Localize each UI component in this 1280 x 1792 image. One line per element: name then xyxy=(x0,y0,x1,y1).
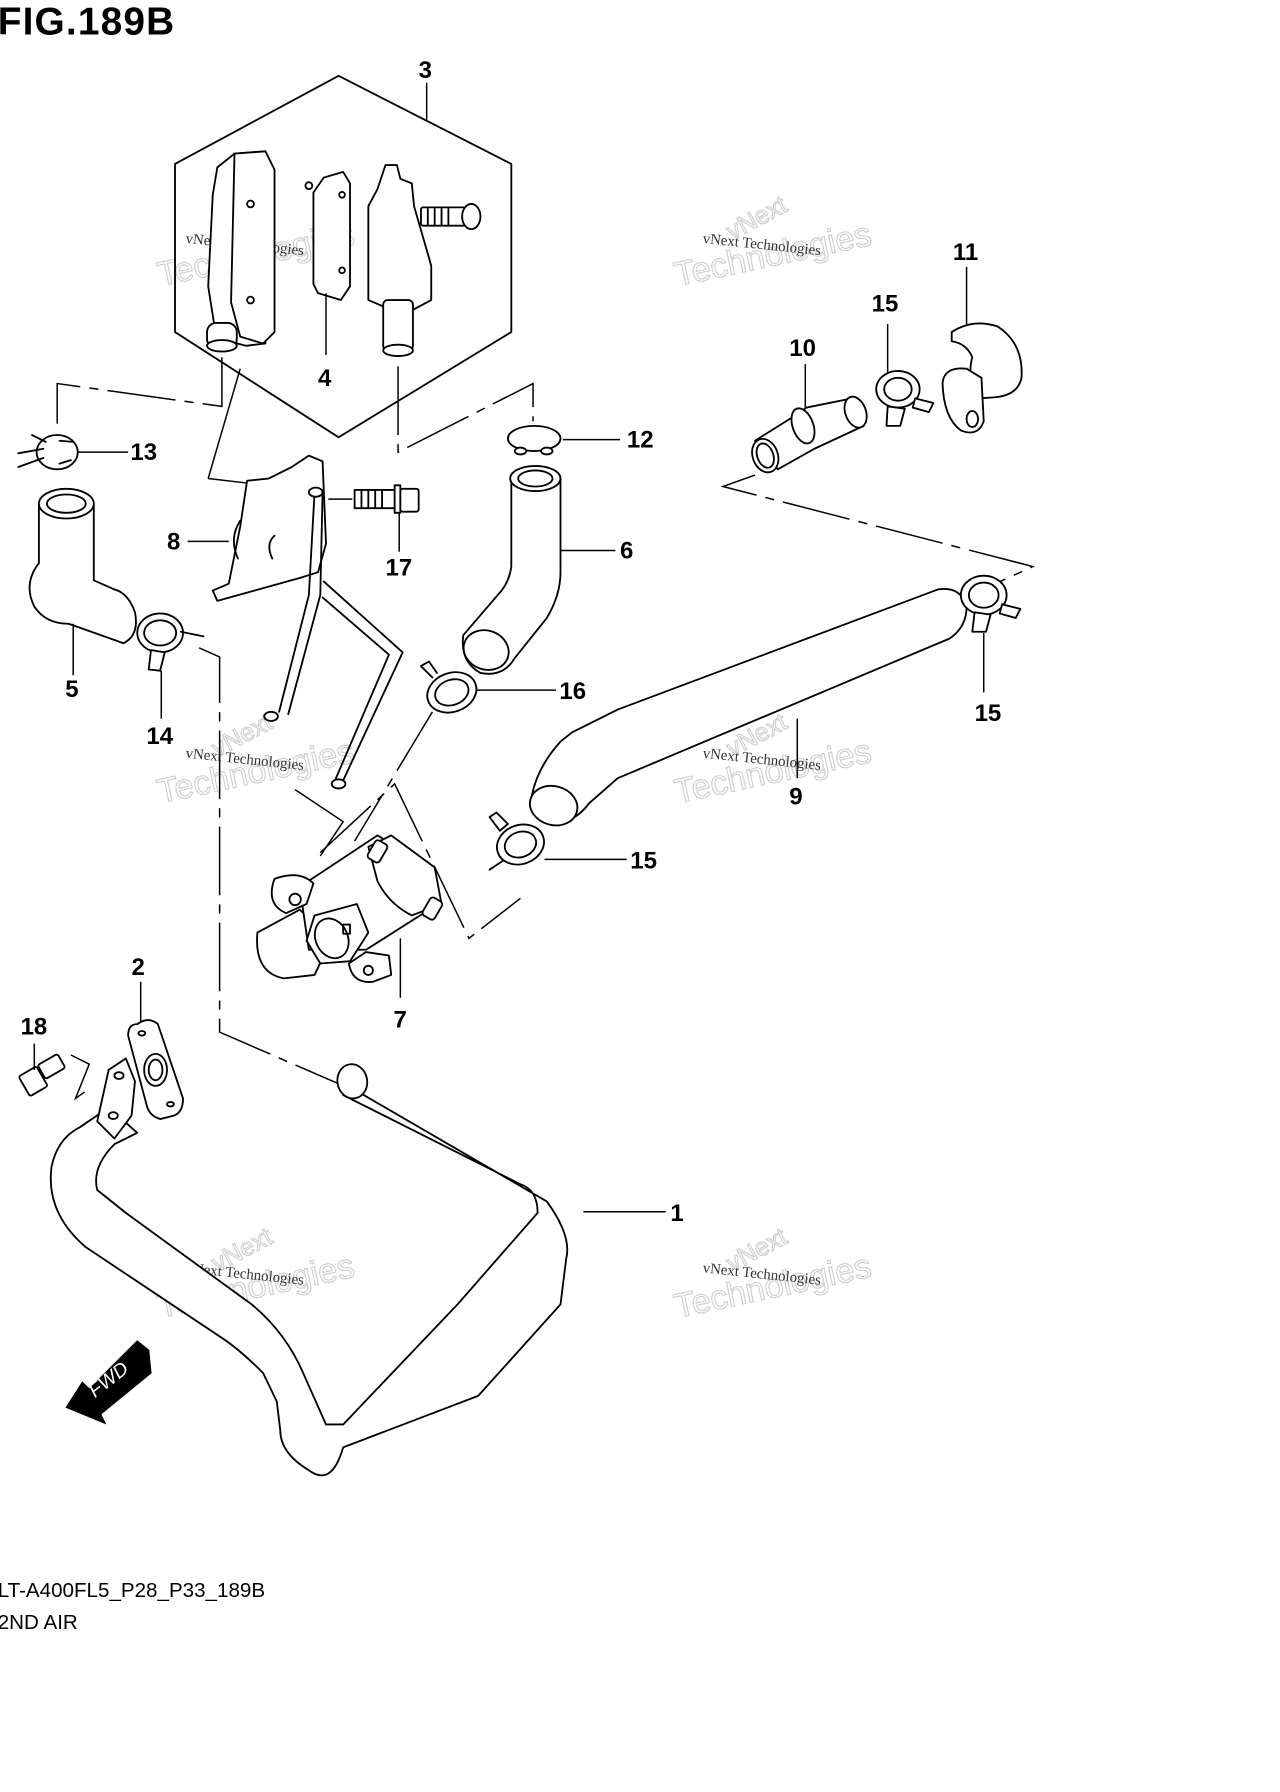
leader-dashed xyxy=(720,474,1036,585)
callout-17[interactable]: 17 xyxy=(385,555,412,582)
callout-11[interactable]: 11 xyxy=(953,239,978,266)
leader-line xyxy=(208,477,248,484)
part-5-elbow-hose[interactable]: 5 xyxy=(28,487,137,703)
watermark-group: Technologies vNext vNext Technologies Te… xyxy=(153,190,875,1326)
leader-dashed xyxy=(319,782,521,940)
callout-15-right[interactable]: 15 xyxy=(975,700,1002,727)
watermark: Technologies xyxy=(671,215,875,294)
part-10-joint[interactable]: 10 xyxy=(748,335,871,476)
part-12-clamp[interactable]: 12 xyxy=(506,424,654,456)
part-15-clamp-right[interactable]: 15 xyxy=(959,574,1022,727)
part-1-hose[interactable]: 1 xyxy=(49,1057,684,1477)
callout-1[interactable]: 1 xyxy=(670,1200,683,1227)
arrow-down-left-icon xyxy=(65,1340,152,1425)
leader-line xyxy=(294,789,345,857)
reed-valve-screw xyxy=(420,203,482,231)
part-17-bolt[interactable]: 17 xyxy=(328,484,420,582)
callout-15-top[interactable]: 15 xyxy=(872,290,899,317)
part-13-clamp[interactable]: 13 xyxy=(17,434,157,471)
part-2-gasket[interactable]: 2 xyxy=(127,954,184,1120)
part-3-reed-valve-assembly[interactable]: 3 4 xyxy=(174,57,513,439)
callout-16[interactable]: 16 xyxy=(559,678,586,705)
callout-3[interactable]: 3 xyxy=(419,57,432,84)
part-16-clamp[interactable]: 16 xyxy=(420,660,586,720)
callout-10[interactable]: 10 xyxy=(789,335,816,362)
reed-valve-housing-left xyxy=(206,150,276,353)
watermark: Technologies xyxy=(671,732,875,811)
figure-title: FIG.189B xyxy=(0,1,175,44)
leader-line xyxy=(207,368,241,479)
callout-8[interactable]: 8 xyxy=(167,528,180,555)
callout-13[interactable]: 13 xyxy=(130,439,157,466)
leader-dashed xyxy=(56,357,223,424)
fwd-direction-marker: FWD xyxy=(65,1340,152,1425)
callout-2[interactable]: 2 xyxy=(132,954,145,981)
part-8-bracket[interactable]: 8 xyxy=(167,454,327,602)
leader-dashed xyxy=(397,366,534,454)
leader-dashed xyxy=(198,647,342,1086)
callout-12[interactable]: 12 xyxy=(627,427,654,454)
callout-9[interactable]: 9 xyxy=(789,783,802,810)
callout-14[interactable]: 14 xyxy=(146,723,173,750)
callout-18[interactable]: 18 xyxy=(21,1013,48,1040)
part-6-hose[interactable]: 6 xyxy=(458,464,633,676)
part-15-clamp-middle[interactable]: 15 xyxy=(488,811,657,875)
callout-6[interactable]: 6 xyxy=(620,538,633,565)
part-11-clamp[interactable]: 11 xyxy=(941,239,1023,434)
callout-5[interactable]: 5 xyxy=(65,676,78,703)
watermark: Technologies xyxy=(154,732,358,811)
vacuum-pipe xyxy=(263,486,404,790)
part-15-clamp-top[interactable]: 15 xyxy=(872,290,935,427)
leader-dashed xyxy=(353,711,434,842)
leader-dashed xyxy=(70,1054,92,1101)
part-9-hose[interactable]: 9 xyxy=(525,588,968,831)
model-code: LT-A400FL5_P28_P33_189B xyxy=(0,1579,265,1602)
part-18-bolt[interactable]: 18 xyxy=(18,1013,92,1101)
callout-4[interactable]: 4 xyxy=(318,365,332,392)
reed-valve-housing-right xyxy=(367,164,433,358)
callout-15-middle[interactable]: 15 xyxy=(630,848,657,875)
assembly-outline xyxy=(174,74,513,439)
section-name: 2ND AIR xyxy=(0,1611,78,1634)
part-14-clamp[interactable]: 14 xyxy=(136,612,205,750)
reed-valve-plate xyxy=(304,171,351,301)
callout-7[interactable]: 7 xyxy=(393,1007,406,1034)
part-7-solenoid-valve[interactable]: 7 xyxy=(256,834,444,1034)
watermark: Technologies xyxy=(671,1247,875,1326)
